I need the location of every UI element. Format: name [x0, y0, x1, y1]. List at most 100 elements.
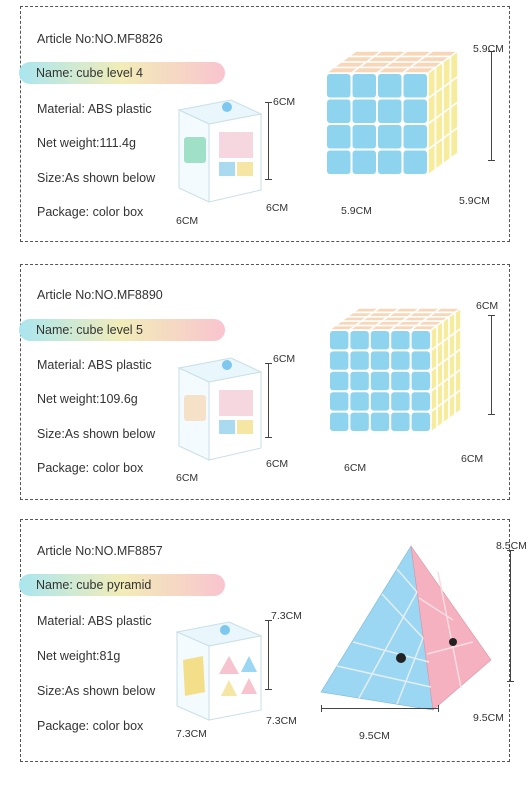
material-spec: Material: ABS plastic — [37, 358, 152, 372]
cube-front-tile — [352, 150, 376, 174]
package-spec: Package: color box — [37, 719, 144, 733]
box-height-label: 6CM — [273, 96, 296, 108]
cube-front-tile — [411, 371, 430, 391]
cube-front-tile — [391, 412, 410, 431]
weight-spec: Net weight:109.6g — [37, 392, 138, 406]
box-width-label: 6CM — [176, 472, 199, 484]
box-width-label: 7.3CM — [176, 728, 207, 740]
box-height-line — [265, 363, 272, 438]
article-number: Article No:NO.MF8857 — [37, 544, 163, 558]
product-name: Name: cube level 4 — [36, 66, 144, 80]
cube-image — [326, 306, 464, 434]
cube-side-tile — [442, 396, 450, 425]
cube-side-tile — [430, 405, 438, 434]
cube-front-tile — [378, 150, 402, 174]
box-depth-label: 6CM — [266, 458, 289, 470]
cube-front-tile — [350, 392, 369, 411]
color-box-image — [177, 99, 263, 203]
name-banner: Name: cube level 5 — [19, 319, 225, 341]
size-spec: Size:As shown below — [37, 171, 156, 185]
weight-spec: Net weight:81g — [37, 649, 121, 663]
cube-front-tile — [378, 99, 402, 123]
pyramid-depth-label: 9.5CM — [473, 712, 504, 724]
pyramid-height-line — [507, 550, 514, 682]
box-depth-label: 6CM — [266, 202, 289, 214]
cube-height-label: 6CM — [476, 300, 499, 312]
article-number: Article No:NO.MF8826 — [37, 32, 163, 46]
box-width-label: 6CM — [176, 215, 199, 227]
size-spec: Size:As shown below — [37, 427, 156, 441]
cube-front-tile — [350, 331, 369, 350]
name-banner: Name: cube pyramid — [19, 574, 225, 596]
material-spec: Material: ABS plastic — [37, 614, 152, 628]
weight-spec: Net weight:111.4g — [37, 136, 136, 150]
box-height-line — [265, 102, 272, 180]
cube-height-line — [488, 51, 495, 161]
cube-front-tile — [391, 351, 410, 370]
cube-front-tile — [350, 351, 369, 370]
cube-side-tile — [442, 131, 452, 166]
cube-side-tile — [448, 392, 456, 421]
article-number: Article No:NO.MF8890 — [37, 288, 163, 302]
cube-front-tile — [403, 125, 427, 149]
cube-front-tile — [330, 371, 349, 391]
cube-front-tile — [403, 74, 427, 98]
cube-front-tile — [391, 331, 410, 350]
cube-front-tile — [391, 371, 410, 391]
cube-front-tile — [370, 371, 390, 391]
cube-side-tile — [434, 136, 444, 172]
cube-front-tile — [352, 99, 376, 123]
cube-side-tile — [449, 125, 459, 161]
cube-front-tile — [327, 99, 351, 123]
cube-front-tile — [370, 351, 390, 370]
package-spec: Package: color box — [37, 461, 144, 475]
cube-front-tile — [327, 74, 351, 98]
box-height-label: 7.3CM — [271, 610, 302, 622]
product-card-3: Article No:NO.MF8857 Name: cube pyramid … — [19, 519, 527, 762]
cube-front-tile — [352, 125, 376, 149]
cube-front-tile — [391, 392, 410, 411]
cube-front-tile — [330, 412, 349, 431]
box-depth-label: 7.3CM — [266, 715, 297, 727]
cube-front-tile — [352, 74, 376, 98]
cube-front-tile — [411, 392, 430, 411]
color-box-image — [177, 357, 263, 461]
product-card-2: Article No:NO.MF8890 Name: cube level 5 … — [19, 264, 510, 500]
box-height-label: 6CM — [273, 353, 296, 365]
cube-front-tile — [370, 412, 390, 431]
cube-side-tile — [436, 401, 444, 430]
product-card-1: Article No:NO.MF8826 Name: cube level 4 … — [19, 6, 510, 242]
cube-front-tile — [403, 99, 427, 123]
cube-side-tile — [454, 388, 462, 416]
cube-front-tile — [370, 331, 390, 350]
pyramid-height-label: 8.5CM — [496, 540, 527, 552]
cube-front-tile — [370, 392, 390, 411]
cube-front-tile — [330, 351, 349, 370]
cube-front-tile — [330, 331, 349, 350]
cube-image — [323, 49, 461, 177]
cube-width-label: 5.9CM — [341, 205, 372, 217]
size-spec: Size:As shown below — [37, 684, 156, 698]
pyramid-width-line — [321, 705, 439, 712]
cube-width-label: 6CM — [344, 462, 367, 474]
cube-depth-label: 5.9CM — [459, 195, 490, 207]
product-name: Name: cube pyramid — [36, 578, 152, 592]
package-spec: Package: color box — [37, 205, 144, 219]
cube-front-tile — [327, 125, 351, 149]
cube-front-tile — [411, 412, 430, 431]
cube-side-tile — [427, 142, 437, 177]
cube-front-tile — [378, 74, 402, 98]
cube-front-tile — [350, 371, 369, 391]
cube-front-tile — [411, 331, 430, 350]
pyramid-width-label: 9.5CM — [359, 730, 390, 742]
name-banner: Name: cube level 4 — [19, 62, 225, 84]
cube-height-line — [488, 315, 495, 415]
cube-front-tile — [330, 392, 349, 411]
box-height-line — [265, 620, 272, 690]
product-name: Name: cube level 5 — [36, 323, 144, 337]
cube-depth-label: 6CM — [461, 453, 484, 465]
pyramid-image — [320, 545, 492, 711]
cube-front-tile — [327, 150, 351, 174]
cube-front-tile — [403, 150, 427, 174]
cube-height-label: 5.9CM — [473, 43, 504, 55]
